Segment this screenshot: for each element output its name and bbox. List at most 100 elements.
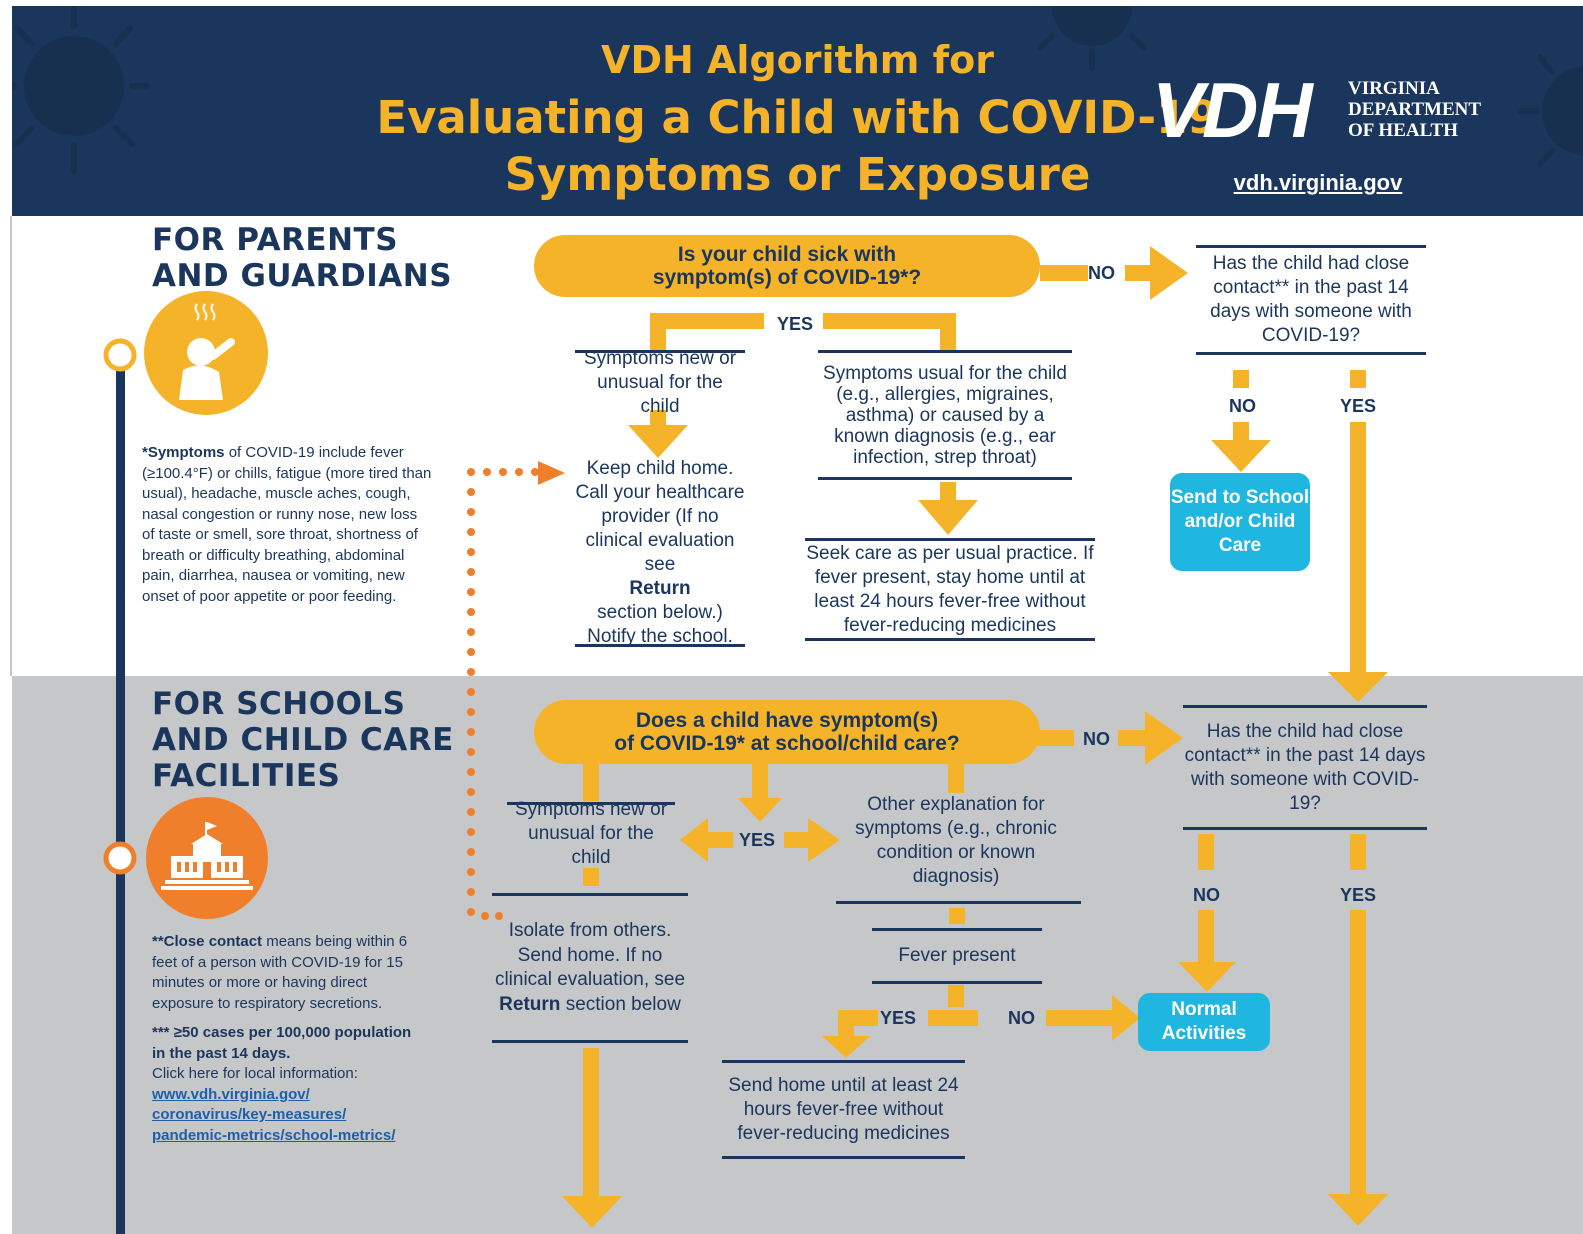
send-home-box: Send home until at least 24 hours fever-…: [722, 1060, 965, 1159]
arrow-bottom-no: [1145, 711, 1183, 765]
schools-heading-line-2: AND CHILD CARE: [152, 722, 454, 758]
keep-home-text-a: Keep child home. Call your healthcare pr…: [575, 458, 745, 575]
symptoms-usual-box: Symptoms usual for the child (e.g., alle…: [818, 350, 1072, 480]
dotted-return-connector: [467, 461, 565, 920]
connector-bcontact-yes-top: [1350, 834, 1366, 870]
connector-top-no-right: [1125, 265, 1153, 281]
isolate-bold: Return: [499, 993, 561, 1015]
arrow-bcontact-yes: [1328, 1194, 1388, 1226]
question-school-line-2: of COVID-19* at school/child care?: [614, 732, 960, 755]
isolate-text-a: Isolate from others. Send home. If no cl…: [494, 920, 686, 990]
cases-note: *** ≥50 cases per 100,000 population in …: [152, 1023, 422, 1146]
connector-contact-yes-long: [1350, 422, 1366, 677]
org-name-line-3: OF HEALTH: [1348, 120, 1458, 141]
close-contact-note: **Close contact means being within 6 fee…: [152, 932, 422, 1014]
connector-school-yes-down: [752, 763, 768, 801]
timeline-node-schools: [103, 841, 137, 875]
question-child-sick-line-1: Is your child sick with: [677, 243, 897, 266]
school-metrics-link-line-2[interactable]: coronavirus/key-measures/: [152, 1106, 347, 1123]
connector-bcontact-no-top: [1198, 834, 1214, 870]
connector-fever-split: [928, 1010, 978, 1026]
website-link[interactable]: vdh.virginia.gov: [1233, 170, 1403, 195]
connector-bcontact-no-bottom: [1198, 910, 1214, 965]
connector-fever-yes-down: [838, 1010, 854, 1040]
connector-bottom-no-right: [1118, 730, 1148, 746]
connector-usual-down: [940, 482, 956, 502]
label-yes-top: YES: [777, 314, 814, 334]
connector-contact-yes-top: [1350, 370, 1366, 388]
header-banner: VDH Algorithm for Evaluating a Child wit…: [12, 6, 1583, 216]
org-name: VIRGINIA DEPARTMENT OF HEALTH: [1348, 78, 1481, 141]
connector-bottom-no-left: [1032, 730, 1074, 746]
seek-care-box: Seek care as per usual practice. If feve…: [805, 538, 1095, 641]
contact-question-bottom: Has the child had close contact** in the…: [1183, 705, 1427, 830]
other-explanation-rule: [836, 901, 1081, 904]
arrow-new-down: [628, 425, 688, 458]
label-no-contact-bottom: NO: [1193, 885, 1220, 905]
keep-home-bold: Return: [629, 578, 691, 599]
parents-heading: FOR PARENTS AND GUARDIANS: [152, 222, 452, 294]
label-no-fever: NO: [1008, 1008, 1035, 1028]
isolate-box: Isolate from others. Send home. If no cl…: [492, 893, 688, 1043]
connector-yes-lr-right: [784, 832, 810, 848]
arrow-fever-yes: [822, 1036, 870, 1058]
arrow-contact-no: [1211, 440, 1271, 472]
arrow-usual-down: [918, 500, 978, 535]
connector-new-isolate: [583, 868, 599, 886]
school-symptoms-new-box: Symptoms new or unusual for the child: [507, 799, 675, 868]
sick-child-icon: [144, 291, 268, 415]
left-edge-line: [10, 216, 12, 676]
arrow-fever-no: [1112, 995, 1140, 1041]
timeline-bar: [116, 355, 125, 1234]
keep-home-box: Keep child home. Call your healthcare pr…: [575, 458, 745, 647]
arrow-school-yes-down: [738, 798, 782, 822]
isolate-text-b: section below: [565, 993, 681, 1015]
arrow-isolate-down: [562, 1196, 622, 1228]
arrow-contact-yes: [1328, 672, 1388, 702]
question-child-sick-line-2: symptom(s) of COVID-19*?: [652, 266, 922, 289]
keep-home-text-b: section below.) Notify the school.: [587, 602, 733, 647]
symptoms-new-box: Symptoms new or unusual for the child: [575, 348, 745, 417]
cases-note-bold: *** ≥50 cases per 100,000 population in …: [152, 1024, 412, 1062]
connector-yes-lr-left: [705, 832, 733, 848]
parents-heading-line-2: AND GUARDIANS: [152, 258, 453, 294]
connector-new-down: [650, 410, 666, 428]
label-yes-fever: YES: [880, 1008, 917, 1028]
schools-heading: FOR SCHOOLS AND CHILD CARE FACILITIES: [152, 686, 454, 794]
connector-top-no-left: [1040, 265, 1088, 281]
org-name-line-2: DEPARTMENT: [1348, 99, 1482, 120]
connector-yes-right: [823, 313, 956, 329]
schools-heading-line-1: FOR SCHOOLS: [152, 686, 406, 722]
arrow-yes-left: [680, 818, 708, 862]
arrow-bcontact-no: [1178, 962, 1236, 992]
symptoms-note-bold: *Symptoms: [142, 444, 225, 461]
connector-yes-right-down: [940, 313, 956, 351]
cases-note-text: Click here for local information:: [152, 1065, 358, 1082]
contact-question-top: Has the child had close contact** in the…: [1196, 245, 1426, 355]
symptoms-note: *Symptoms of COVID-19 include fever (≥10…: [142, 443, 432, 607]
title-line-2: Evaluating a Child with COVID-19: [376, 91, 1219, 144]
school-metrics-link-line-1[interactable]: www.vdh.virginia.gov/: [152, 1085, 310, 1103]
label-no-top: NO: [1088, 263, 1115, 283]
label-yes-contact-bottom: YES: [1340, 885, 1377, 905]
connector-fever-down: [948, 985, 964, 1007]
connector-fever-no: [1046, 1010, 1116, 1026]
schools-heading-line-3: FACILITIES: [152, 758, 341, 794]
connector-isolate-down: [583, 1048, 599, 1200]
normal-activities-box: Normal Activities: [1138, 993, 1270, 1051]
connector-yes-left: [650, 313, 764, 329]
title-line-1: VDH Algorithm for: [601, 38, 994, 82]
fever-present-box: Fever present: [872, 928, 1042, 984]
parents-heading-line-1: FOR PARENTS: [152, 222, 399, 258]
label-yes-contact-top: YES: [1340, 396, 1377, 416]
school-metrics-link-line-3[interactable]: pandemic-metrics/school-metrics/: [152, 1126, 396, 1144]
connector-other-fever: [949, 908, 965, 924]
connector-school-other-down: [948, 763, 964, 793]
timeline-node-parents: [103, 338, 137, 372]
title-line-3: Symptoms or Exposure: [504, 148, 1091, 201]
question-school-symptoms: Does a child have symptom(s)of COVID-19*…: [534, 700, 1040, 764]
connector-school-new-down: [583, 763, 599, 801]
label-no-contact-top: NO: [1229, 396, 1256, 416]
